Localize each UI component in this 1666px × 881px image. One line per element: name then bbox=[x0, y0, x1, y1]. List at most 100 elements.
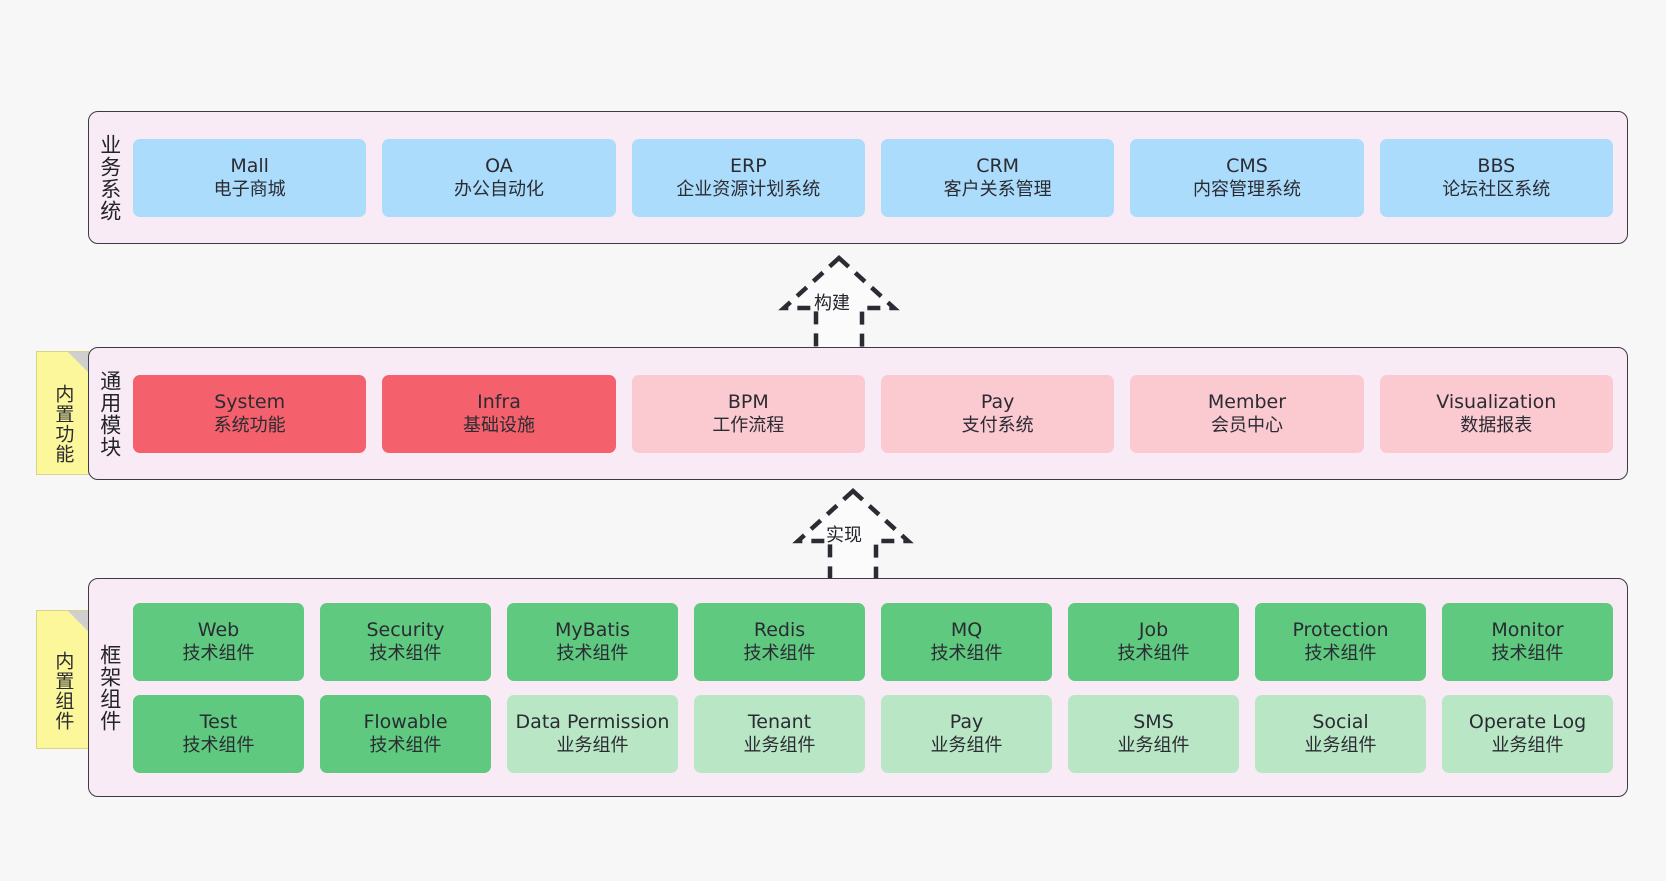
layer-title-common-module: 通用模块 bbox=[97, 369, 122, 458]
arrow-shape bbox=[778, 254, 900, 350]
node-subtitle: 数据报表 bbox=[1460, 415, 1533, 437]
node-title: Protection bbox=[1292, 618, 1389, 641]
node-title: Operate Log bbox=[1468, 710, 1587, 733]
node-subtitle: 客户关系管理 bbox=[943, 179, 1052, 201]
node-subtitle: 技术组件 bbox=[1304, 643, 1377, 665]
node-subtitle: 基础设施 bbox=[462, 415, 535, 437]
node-subtitle: 技术组件 bbox=[556, 643, 629, 665]
node-social[interactable]: Social 业务组件 bbox=[1255, 694, 1426, 773]
node-title: BPM bbox=[727, 390, 769, 413]
node-title: Data Permission bbox=[515, 710, 670, 733]
node-title: System bbox=[214, 390, 286, 413]
node-operate-log[interactable]: Operate Log 业务组件 bbox=[1442, 694, 1613, 773]
node-crm[interactable]: CRM 客户关系管理 bbox=[880, 138, 1115, 217]
layer-body-common-module: System 系统功能 Infra 基础设施 BPM 工作流程 Pay 支付系统… bbox=[129, 348, 1627, 479]
node-oa[interactable]: OA 办公自动化 bbox=[382, 138, 616, 217]
arrow-build: 构建 bbox=[744, 250, 934, 350]
node-subtitle: 技术组件 bbox=[930, 643, 1003, 665]
node-subtitle: 业务组件 bbox=[930, 735, 1003, 757]
node-title: Visualization bbox=[1436, 390, 1557, 413]
folded-corner-icon bbox=[68, 611, 88, 631]
node-row: Web 技术组件 Security 技术组件 MyBatis 技术组件 Redi… bbox=[133, 602, 1613, 681]
node-subtitle: 内容管理系统 bbox=[1192, 179, 1301, 201]
node-bbs[interactable]: BBS 论坛社区系统 bbox=[1379, 138, 1613, 217]
node-pay-business[interactable]: Pay 业务组件 bbox=[881, 694, 1052, 773]
node-title: BBS bbox=[1477, 154, 1516, 177]
node-subtitle: 会员中心 bbox=[1210, 415, 1283, 437]
node-member[interactable]: Member 会员中心 bbox=[1130, 374, 1364, 453]
node-visualization[interactable]: Visualization 数据报表 bbox=[1379, 374, 1613, 453]
node-subtitle: 业务组件 bbox=[1491, 735, 1564, 757]
node-title: Member bbox=[1207, 390, 1287, 413]
layer-body-framework-component: Web 技术组件 Security 技术组件 MyBatis 技术组件 Redi… bbox=[129, 579, 1627, 796]
node-row: Test 技术组件 Flowable 技术组件 Data Permission … bbox=[133, 694, 1613, 773]
node-subtitle: 技术组件 bbox=[1491, 643, 1564, 665]
sticky-note-builtin-function: 内置功能 bbox=[36, 351, 89, 475]
node-title: Web bbox=[197, 618, 240, 641]
node-title: Test bbox=[199, 710, 238, 733]
node-mybatis[interactable]: MyBatis 技术组件 bbox=[507, 602, 678, 681]
layer-common-module: 通用模块 System 系统功能 Infra 基础设施 BPM 工作流程 Pay… bbox=[88, 347, 1628, 480]
node-infra[interactable]: Infra 基础设施 bbox=[382, 374, 616, 453]
node-system[interactable]: System 系统功能 bbox=[133, 374, 367, 453]
node-title: CMS bbox=[1226, 154, 1268, 177]
folded-corner-icon bbox=[68, 352, 88, 372]
node-security[interactable]: Security 技术组件 bbox=[320, 602, 491, 681]
node-subtitle: 电子商城 bbox=[213, 179, 286, 201]
node-data-permission[interactable]: Data Permission 业务组件 bbox=[507, 694, 678, 773]
node-flowable[interactable]: Flowable 技术组件 bbox=[320, 694, 491, 773]
node-title: Flowable bbox=[363, 710, 448, 733]
node-test[interactable]: Test 技术组件 bbox=[133, 694, 304, 773]
node-subtitle: 技术组件 bbox=[182, 643, 255, 665]
node-subtitle: 论坛社区系统 bbox=[1442, 179, 1551, 201]
node-subtitle: 技术组件 bbox=[369, 643, 442, 665]
node-title: SMS bbox=[1133, 710, 1174, 733]
node-title: Social bbox=[1312, 710, 1369, 733]
node-subtitle: 业务组件 bbox=[556, 735, 629, 757]
arrow-build-label: 构建 bbox=[814, 293, 850, 314]
node-bpm[interactable]: BPM 工作流程 bbox=[631, 374, 865, 453]
node-mall[interactable]: Mall 电子商城 bbox=[133, 138, 367, 217]
node-cms[interactable]: CMS 内容管理系统 bbox=[1130, 138, 1364, 217]
arrow-implement: 实现 bbox=[758, 483, 948, 583]
node-title: ERP bbox=[729, 154, 767, 177]
sticky-note-label: 内置功能 bbox=[52, 384, 75, 464]
node-title: MyBatis bbox=[555, 618, 630, 641]
layer-title-business-system: 业务系统 bbox=[97, 133, 122, 222]
arrow-shape bbox=[792, 487, 914, 583]
node-subtitle: 技术组件 bbox=[182, 735, 255, 757]
node-monitor[interactable]: Monitor 技术组件 bbox=[1442, 602, 1613, 681]
layer-body-business-system: Mall 电子商城 OA 办公自动化 ERP 企业资源计划系统 CRM 客户关系… bbox=[129, 112, 1627, 243]
node-tenant[interactable]: Tenant 业务组件 bbox=[694, 694, 865, 773]
node-title: Redis bbox=[753, 618, 806, 641]
node-pay[interactable]: Pay 支付系统 bbox=[880, 374, 1115, 453]
node-title: Pay bbox=[980, 390, 1015, 413]
node-subtitle: 技术组件 bbox=[1117, 643, 1190, 665]
node-title: Job bbox=[1138, 618, 1169, 641]
node-web[interactable]: Web 技术组件 bbox=[133, 602, 304, 681]
node-subtitle: 技术组件 bbox=[369, 735, 442, 757]
node-title: Infra bbox=[477, 390, 521, 413]
layer-title-framework-component: 框架组件 bbox=[97, 643, 122, 732]
node-redis[interactable]: Redis 技术组件 bbox=[694, 602, 865, 681]
node-title: CRM bbox=[976, 154, 1020, 177]
node-mq[interactable]: MQ 技术组件 bbox=[881, 602, 1052, 681]
node-title: Pay bbox=[949, 710, 984, 733]
node-subtitle: 系统功能 bbox=[213, 415, 286, 437]
node-subtitle: 工作流程 bbox=[712, 415, 785, 437]
sticky-note-label: 内置组件 bbox=[52, 650, 75, 731]
node-row: System 系统功能 Infra 基础设施 BPM 工作流程 Pay 支付系统… bbox=[133, 374, 1613, 453]
node-subtitle: 业务组件 bbox=[1304, 735, 1377, 757]
node-title: MQ bbox=[950, 618, 983, 641]
layer-business-system: 业务系统 Mall 电子商城 OA 办公自动化 ERP 企业资源计划系统 CRM… bbox=[88, 111, 1628, 244]
node-job[interactable]: Job 技术组件 bbox=[1068, 602, 1239, 681]
layer-framework-component: 框架组件 Web 技术组件 Security 技术组件 MyBatis 技术组件… bbox=[88, 578, 1628, 797]
node-sms[interactable]: SMS 业务组件 bbox=[1068, 694, 1239, 773]
arrow-implement-label: 实现 bbox=[826, 525, 862, 546]
node-protection[interactable]: Protection 技术组件 bbox=[1255, 602, 1426, 681]
sticky-note-builtin-component: 内置组件 bbox=[36, 610, 89, 749]
node-erp[interactable]: ERP 企业资源计划系统 bbox=[631, 138, 865, 217]
node-title: Security bbox=[366, 618, 445, 641]
node-subtitle: 企业资源计划系统 bbox=[676, 179, 821, 201]
